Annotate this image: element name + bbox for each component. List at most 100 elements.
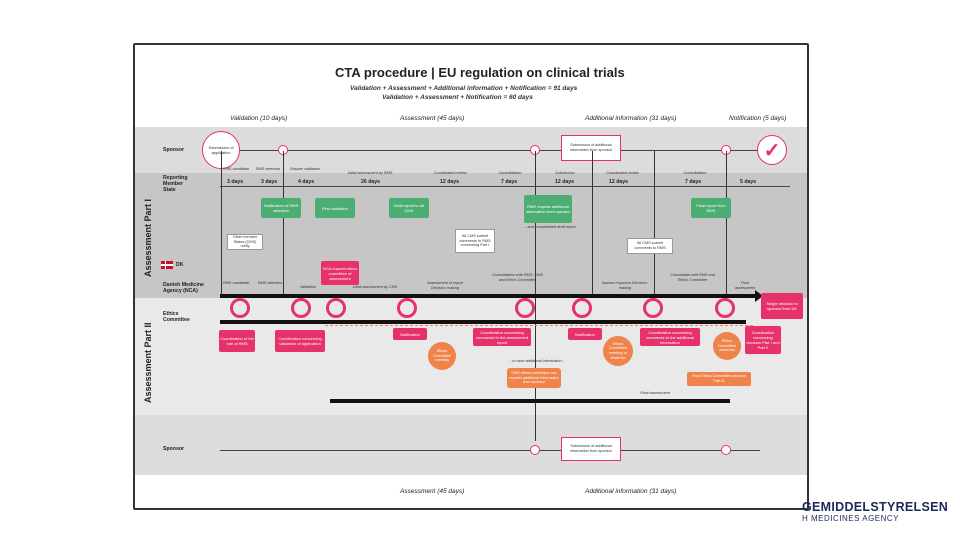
ethics-pink-box: Notification	[393, 328, 427, 340]
band-sponsor-bottom	[135, 415, 807, 475]
nca-label: Initial assessment by CMS	[352, 285, 398, 289]
nca-label: RMS candidate	[223, 281, 249, 285]
rms-step-title: Consolidation	[683, 171, 707, 175]
rms-step-days: 7 days	[501, 179, 518, 185]
phase-validation: Validation (10 days)	[230, 115, 288, 122]
diagram-title: CTA procedure | EU regulation on clinica…	[335, 65, 625, 80]
green-box: Final report from RMS	[691, 198, 731, 218]
diagram-subtitle-91: Validation + Assessment + Additional inf…	[350, 85, 578, 92]
cycle-icon	[715, 298, 735, 318]
rms-step-title: Submission	[555, 171, 575, 175]
diagram-frame: CTA procedure | EU regulation on clinica…	[133, 43, 809, 510]
row-label-rms: Reporting Member State	[163, 175, 188, 193]
vline	[221, 151, 222, 295]
cycle-icon	[230, 298, 250, 318]
phase-assessment: Assessment (45 days)	[400, 115, 465, 122]
rms-step-title: Initial assessment by RMS	[347, 171, 393, 175]
agency-name: GEMIDDELSTYRELSEN	[802, 500, 949, 514]
dk-flag-icon	[161, 261, 173, 269]
rms-step-days: 7 days	[685, 179, 702, 185]
ethics-orange-circle: Ethics Committee chairman	[713, 332, 741, 360]
ethics-pink-box: Coordination concerning comments to the …	[473, 328, 531, 346]
rms-step-title: Dossier validation	[290, 167, 320, 171]
rms-consolidate-note: ...and consolidated draft report	[524, 225, 576, 229]
vline	[283, 151, 284, 295]
nca-label: Validation	[299, 285, 317, 289]
row-label-dk: DK	[176, 262, 184, 268]
green-box: RMS request additional information from …	[524, 195, 572, 223]
rms-step-days: 4 days	[298, 179, 315, 185]
rms-step-title: Consolidation	[498, 171, 522, 175]
ethics-pink-box: Coordination concerning comments to the …	[640, 328, 700, 346]
dk-final-decision: Single decision to sponsor from DK	[761, 293, 803, 319]
part1-label: Assessment Part I	[143, 198, 153, 277]
rms-step-days: 3 days	[261, 179, 278, 185]
cycle-icon	[326, 298, 346, 318]
band-part2	[135, 298, 807, 415]
ethics-note-box: CMS ethics committee can request additio…	[507, 368, 561, 388]
row-label-sponsor-top: Sponsor	[163, 147, 185, 153]
cms-notify-box: Other member States (CMS) notify	[227, 234, 263, 250]
ethics-pink-box: Coordination of the role of RMS	[219, 330, 255, 352]
cycle-icon	[291, 298, 311, 318]
timeline-arrow-icon	[755, 290, 763, 302]
nca-label: Assess response Decision-making	[602, 281, 648, 290]
rms-step-title: RMS candidate	[223, 167, 249, 171]
diagram-subtitle-60: Validation + Assessment + Notification =…	[382, 94, 533, 101]
row-label-ethics: Ethics Committee	[163, 311, 190, 323]
ethics-orange-circle: Ethics Committee meeting	[428, 342, 456, 370]
cms-submit-box: All CMS submit comments to RMS concernin…	[455, 229, 495, 253]
row-label-sponsor-bottom: Sponsor	[163, 446, 185, 452]
ethics-pink-box: Coordination concerning validation of ap…	[275, 330, 325, 352]
row-label-nca: Danish Medicine Agency (NCA)	[163, 282, 204, 294]
agency-logo: GEMIDDELSTYRELSEN H MEDICINES AGENCY	[802, 500, 948, 523]
rms-step-days: 26 days	[361, 179, 381, 185]
ethics-lower-timeline	[330, 399, 730, 403]
rms-step-days: 5 days	[740, 179, 757, 185]
phase-additional: Additional information (31 days)	[585, 115, 677, 122]
rms-step-days: 3 days	[227, 179, 244, 185]
rms-step-days: 12 days	[440, 179, 460, 185]
cycle-icon	[572, 298, 592, 318]
ethics-timeline	[220, 320, 746, 324]
part2-label: Assessment Part II	[143, 322, 153, 403]
rms-step-title: RMS selection	[255, 167, 281, 171]
cycle-icon	[643, 298, 663, 318]
cms-submit-box-2: All CMS submit comments to RMS	[627, 238, 673, 254]
rms-step-days: 12 days	[555, 179, 575, 185]
sponsor-additional-bottom: Submission of additional information fro…	[561, 437, 621, 461]
phase-notification: Notification (5 days)	[729, 115, 787, 122]
rms-step-title: Coordinated review	[606, 171, 639, 175]
sponsor-node	[530, 445, 540, 455]
ethics-pink-box: Notification	[568, 328, 602, 340]
ethics-pink-box: Coordination concerning decision Part I …	[745, 326, 781, 354]
nca-label: Assessment of report Decision-making	[427, 281, 463, 290]
ethics-orange-circle: Ethics Committee meeting or chairman	[603, 336, 633, 366]
rms-step-title: Coordinated review	[433, 171, 467, 175]
ethics-note: ...in case additional information...	[509, 359, 565, 363]
ethics-final-decision: Final Ethics Committee decision Part III	[687, 372, 751, 386]
ethics-dashed-line	[325, 325, 753, 326]
nca-label: Final assessment	[734, 281, 756, 290]
vline	[726, 151, 727, 295]
nca-label: Consolidation with RMS, CMS and Ethics C…	[492, 273, 543, 282]
nca-timeline	[220, 294, 760, 298]
approval-check-icon: ✓	[757, 135, 787, 165]
green-box: Notification of RMS selection	[261, 198, 301, 218]
cycle-icon	[515, 298, 535, 318]
nca-label: RMS selection	[257, 281, 283, 285]
phase-assessment-bottom: Assessment (45 days)	[400, 488, 465, 495]
nca-request-box: NCA request ethics committee of assessme…	[321, 261, 359, 285]
sponsor-timeline-bottom	[220, 450, 760, 451]
vline	[654, 151, 655, 295]
green-box: First validation	[315, 198, 355, 218]
ethics-final-assessment: Final assessment	[640, 391, 670, 395]
vline	[592, 151, 593, 295]
sponsor-additional-top: Submission of additional information fro…	[561, 135, 621, 161]
rms-step-days: 12 days	[609, 179, 629, 185]
cycle-icon	[397, 298, 417, 318]
phase-additional-bottom: Additional information (31 days)	[585, 488, 677, 495]
sponsor-timeline-top	[220, 150, 780, 151]
nca-label: Consolidate with RMS and Ethics Committe…	[670, 273, 715, 282]
rms-timeline	[220, 186, 790, 187]
